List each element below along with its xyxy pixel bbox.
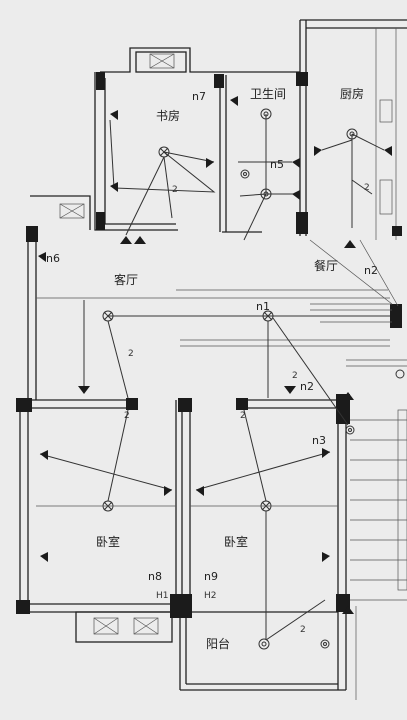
wire-count-mark: 2 — [128, 349, 134, 359]
sockets — [38, 96, 392, 614]
room-label-study: 书房 — [156, 108, 180, 123]
wire-count-mark: 2 — [240, 411, 246, 421]
staircase — [346, 359, 407, 700]
room-label-bedroom-left: 卧室 — [96, 534, 120, 549]
circuit-label-h2: H2 — [204, 591, 217, 601]
room-label-balcony: 阳台 — [206, 636, 230, 651]
wire-count-mark: 2 — [300, 625, 306, 635]
wire-count-mark: 2 — [292, 371, 298, 381]
circuit-label-n2-dining: n2 — [364, 264, 378, 277]
lamp-icon — [320, 639, 330, 649]
circuit-label-n7: n7 — [192, 90, 206, 103]
circuit-label-n5: n5 — [270, 158, 284, 171]
circuit-label-n1: n1 — [256, 300, 270, 313]
circuit-label-n2-hall: n2 — [300, 380, 314, 393]
wire-count-mark: 2 — [364, 183, 370, 193]
wiring — [36, 114, 399, 641]
room-labels: 书房 卫生间 厨房 客厅 餐厅 卧室 卧室 阳台 — [96, 86, 364, 651]
wire-count-mark: 2 — [124, 411, 130, 421]
wire-count-mark: 2 — [172, 185, 178, 195]
wire-count-marks: 2 2 2 2 2 2 2 — [124, 183, 370, 635]
room-label-kitchen: 厨房 — [340, 86, 364, 101]
circuit-labels: n7 n5 n6 n2 n1 n2 n3 n8 n9 H1 H2 — [46, 90, 378, 601]
room-label-living: 客厅 — [114, 272, 138, 287]
walls — [19, 19, 407, 700]
lamp-icon — [240, 169, 250, 179]
room-label-dining: 餐厅 — [314, 258, 338, 273]
room-label-bedroom-right: 卧室 — [224, 534, 248, 549]
lamp-icon — [395, 369, 405, 379]
room-label-bathroom: 卫生间 — [250, 87, 286, 101]
circuit-label-n9: n9 — [204, 570, 218, 583]
circuit-label-n6: n6 — [46, 252, 60, 265]
circuit-label-h1: H1 — [156, 591, 169, 601]
circuit-label-n3: n3 — [312, 434, 326, 447]
lamp-icon — [345, 425, 355, 435]
lamp-icon — [258, 638, 270, 650]
circuit-label-n8: n8 — [148, 570, 162, 583]
ceiling-lamps — [102, 108, 405, 650]
pillars — [16, 72, 402, 618]
